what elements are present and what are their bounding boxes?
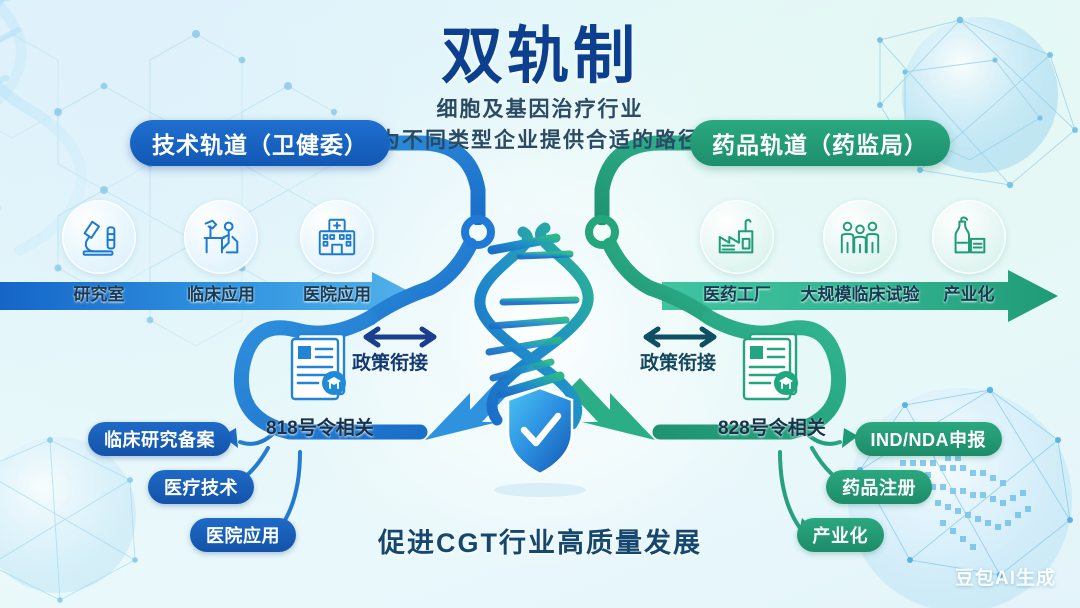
people-group-icon bbox=[823, 200, 897, 274]
subtitle-primary: 细胞及基因治疗行业 bbox=[436, 98, 644, 122]
stage-label: 医院应用 bbox=[303, 285, 371, 304]
dna-helix-icon bbox=[474, 222, 594, 430]
right-track-node bbox=[585, 215, 619, 249]
left-document-block[interactable]: 818号令相关 bbox=[266, 326, 374, 440]
outcome-pill-industrialization[interactable]: 产业化 bbox=[796, 518, 884, 552]
right-policy-arrow bbox=[643, 326, 717, 348]
document-label: 818号令相关 bbox=[266, 418, 374, 439]
watermark-label: 豆包AI生成 bbox=[954, 568, 1056, 589]
outcome-pill-ind-nda-filing[interactable]: IND/NDA申报 bbox=[854, 422, 1002, 456]
right-center-arrow bbox=[568, 378, 655, 440]
right-document-block[interactable]: 828号令相关 bbox=[718, 326, 826, 440]
document-certificate-icon bbox=[290, 332, 346, 401]
outcome-pill-drug-registration[interactable]: 药品注册 bbox=[826, 470, 932, 504]
left-track-node bbox=[461, 215, 495, 249]
page-title: 双轨制 bbox=[440, 22, 639, 91]
right-stage-band-arrow bbox=[662, 270, 1058, 322]
outcome-pill-hospital-application[interactable]: 医院应用 bbox=[190, 518, 296, 552]
track-pill-technology[interactable]: 技术轨道（卫健委） bbox=[130, 120, 390, 166]
stage-label: 临床应用 bbox=[187, 285, 255, 304]
stage-label: 大规模临床试验 bbox=[800, 285, 920, 304]
outcome-pill-medical-technology[interactable]: 医疗技术 bbox=[148, 470, 254, 504]
title-block: 双轨制 细胞及基因治疗行业 为不同类型企业提供合适的路径 bbox=[0, 24, 1080, 156]
factory-icon bbox=[700, 200, 774, 274]
document-label: 828号令相关 bbox=[718, 418, 826, 439]
stage-label: 产业化 bbox=[943, 285, 995, 304]
hospital-building-icon bbox=[300, 200, 374, 274]
right-policy-link-label: 政策衔接 bbox=[640, 353, 717, 374]
shield-check-icon bbox=[506, 386, 574, 476]
stage-item-hospital-application[interactable]: 医院应用 bbox=[298, 200, 376, 305]
outcome-pill-clinical-research-filing[interactable]: 临床研究备案 bbox=[88, 422, 231, 456]
stage-item-pharma-factory[interactable]: 医药工厂 bbox=[698, 200, 776, 305]
stage-item-industrialization[interactable]: 产业化 bbox=[930, 200, 1008, 305]
stage-item-research-lab[interactable]: 研究室 bbox=[60, 200, 138, 305]
document-certificate-icon bbox=[742, 332, 798, 401]
left-policy-arrow bbox=[363, 326, 437, 348]
left-policy-link-label: 政策衔接 bbox=[352, 353, 429, 374]
subtitle-secondary: 为不同类型企业提供合适的路径 bbox=[379, 128, 701, 152]
stage-label: 医药工厂 bbox=[703, 285, 771, 304]
researcher-desk-icon bbox=[184, 200, 258, 274]
stage-item-clinical-application[interactable]: 临床应用 bbox=[182, 200, 260, 305]
industrial-plant-icon bbox=[932, 200, 1006, 274]
stage-item-large-clinical-trial[interactable]: 大规模临床试验 bbox=[800, 200, 920, 305]
slogan-text: 促进CGT行业高质量发展 bbox=[378, 528, 702, 558]
track-pill-drug[interactable]: 药品轨道（药监局） bbox=[690, 120, 950, 166]
left-stage-band bbox=[0, 272, 418, 320]
stage-label: 研究室 bbox=[73, 285, 125, 304]
microscope-icon bbox=[62, 200, 136, 274]
